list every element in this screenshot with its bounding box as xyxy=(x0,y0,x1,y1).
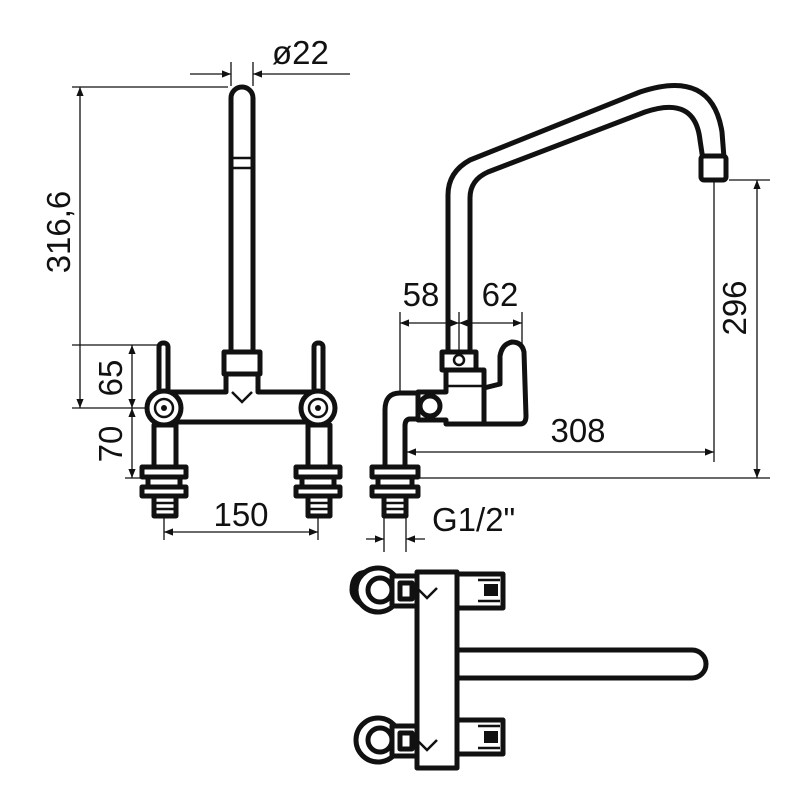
side-fitting xyxy=(369,464,421,519)
dim-label-spout-diameter: ø22 xyxy=(272,34,329,71)
top-upper-valve xyxy=(349,565,506,615)
supply-pipe xyxy=(382,390,421,469)
dim-spout-diameter: ø22 xyxy=(190,34,350,86)
top-lower-valve xyxy=(353,715,506,765)
dim-spout-reach: 308 xyxy=(407,182,715,462)
dim-front-height: 316,6 xyxy=(40,87,84,408)
top-body xyxy=(414,569,460,771)
spout-aerator xyxy=(698,153,729,183)
riser-collar xyxy=(221,349,263,377)
top-spout xyxy=(437,647,709,681)
dim-label-offset-left: 58 xyxy=(403,276,440,313)
dim-spout-height: 296 xyxy=(418,179,770,479)
dim-label-body-to-thread: 70 xyxy=(92,426,129,463)
swing-spout xyxy=(445,83,727,355)
left-valve xyxy=(139,340,189,519)
right-valve xyxy=(293,340,343,519)
dim-label-thread: G1/2" xyxy=(432,501,515,538)
dim-label-spout-height: 296 xyxy=(716,280,753,335)
dim-body-to-thread: 70 xyxy=(92,408,136,478)
dim-label-center-distance: 150 xyxy=(213,496,268,533)
top-view xyxy=(349,565,709,771)
front-view: ø22 316,6 65 70 150 xyxy=(40,34,350,540)
side-view: 58 62 296 308 G1/2" xyxy=(366,83,770,552)
lever-handle xyxy=(481,339,529,427)
mixer-body xyxy=(165,371,319,425)
dim-label-handle-height: 65 xyxy=(92,360,129,397)
riser-pipe xyxy=(228,84,256,355)
dim-label-offset-right: 62 xyxy=(482,276,519,313)
dim-center-distance: 150 xyxy=(163,496,319,540)
dim-thread: G1/2" xyxy=(366,501,515,552)
dim-label-front-height: 316,6 xyxy=(40,191,77,274)
dim-offsets: 58 62 xyxy=(399,276,523,392)
dim-handle-height: 65 xyxy=(92,345,136,408)
dim-label-spout-reach: 308 xyxy=(550,412,605,449)
